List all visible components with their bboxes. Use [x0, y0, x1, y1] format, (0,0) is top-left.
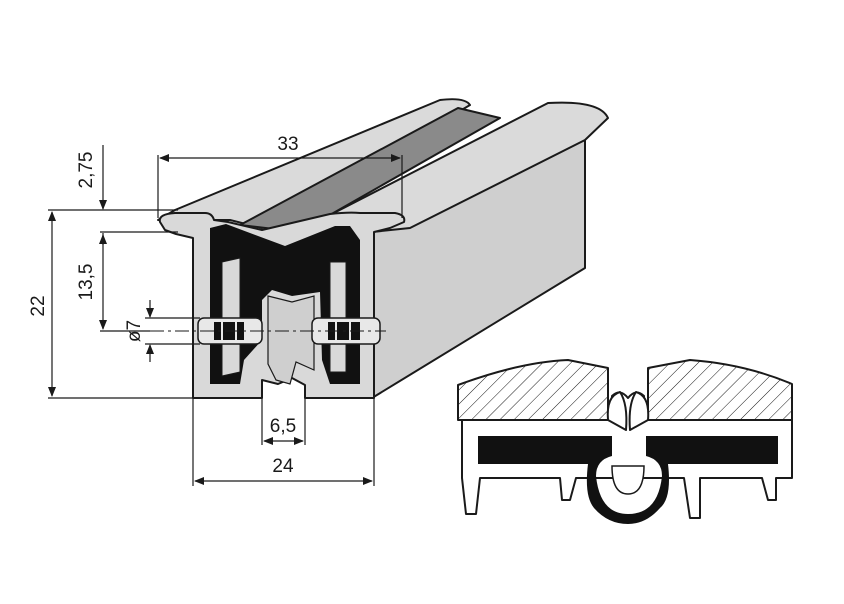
profile-rubber-cutout-left — [221, 257, 241, 377]
dim-hole: ø7 — [124, 320, 145, 342]
panel-left — [457, 359, 609, 421]
dim-overall-height: 22 — [28, 295, 49, 316]
dim-lip: 2,75 — [76, 152, 97, 189]
profile-center-channel — [267, 295, 315, 385]
seal-u-hollow — [611, 465, 645, 495]
dim-width-base: 24 — [272, 456, 294, 477]
seal-lip-right — [628, 391, 650, 431]
panel-right — [647, 359, 793, 421]
installed-section — [457, 359, 793, 524]
dimension-labels: 33 2,75 13,5 22 ø7 6,5 24 — [28, 134, 299, 477]
dim-inner-height: 13,5 — [76, 264, 97, 301]
profile-3d — [150, 98, 609, 399]
seal-rubber — [478, 436, 778, 524]
profile-rubber-cutout-right — [329, 261, 347, 373]
dim-slot: 6,5 — [270, 416, 296, 437]
dim-width-top: 33 — [277, 134, 298, 155]
profile-top-right-rail — [299, 101, 609, 233]
seal-lip-left — [606, 391, 628, 431]
dimension-lines — [48, 145, 403, 486]
